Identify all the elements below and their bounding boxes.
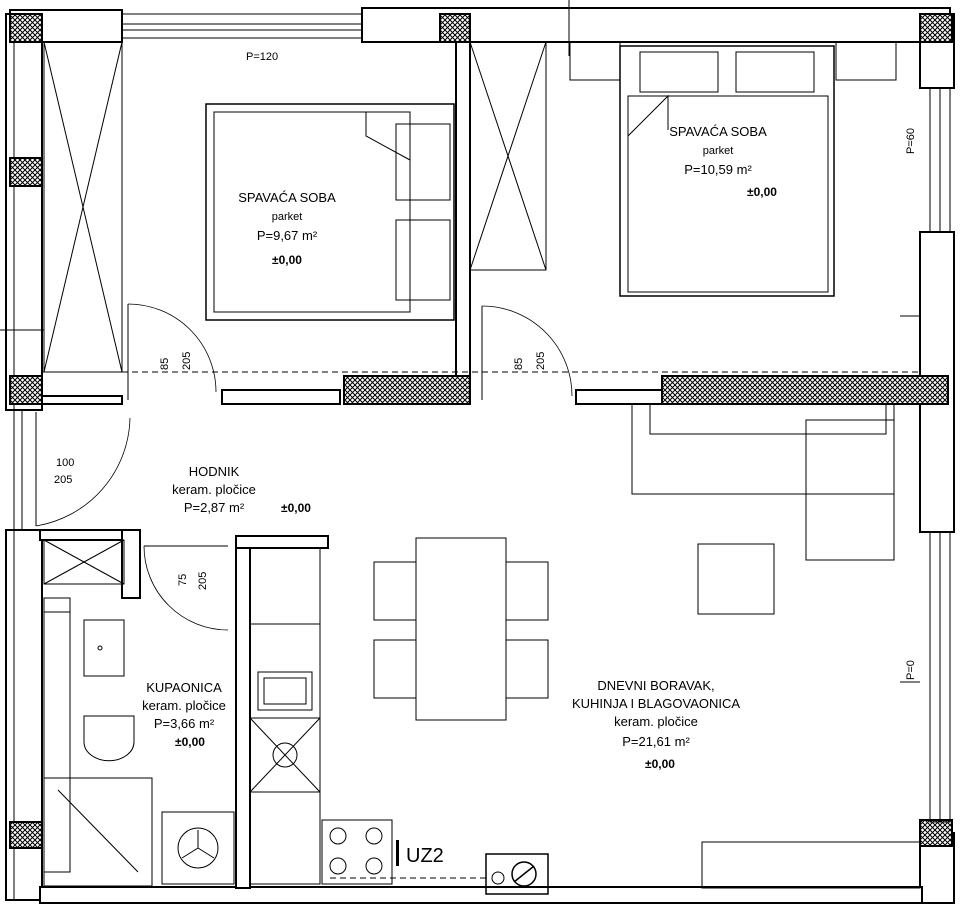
bedroom1-level: ±0,00: [272, 253, 302, 267]
walls: [5, 7, 955, 904]
living-name-line1: DNEVNI BORAVAK,: [597, 678, 714, 693]
bedroom2-area: P=10,59 m²: [684, 162, 752, 177]
living-floor: keram. pločice: [614, 714, 698, 729]
hall-area: P=2,87 m²: [184, 500, 245, 515]
dashed-lines: [42, 371, 920, 879]
bedroom1-name: SPAVAĆA SOBA: [238, 190, 336, 205]
misc-lines: [0, 0, 920, 683]
living-area: P=21,61 m²: [622, 734, 690, 749]
door-bath-width: 75: [177, 574, 189, 586]
bedroom2-name: SPAVAĆA SOBA: [669, 124, 767, 139]
door-bed1-height: 205: [181, 352, 193, 370]
door-bed2-height: 205: [535, 352, 547, 370]
bathroom-floor: keram. pločice: [142, 698, 226, 713]
right-window-top-label: P=60: [905, 128, 917, 154]
bed-2: [569, 41, 897, 297]
bathroom-level: ±0,00: [175, 735, 205, 749]
door-bed1-width: 85: [159, 358, 171, 370]
living-level: ±0,00: [645, 757, 675, 771]
doors: [35, 303, 573, 631]
door-bed2-width: 85: [513, 358, 525, 370]
right-window-bottom-label: P=0: [905, 660, 917, 680]
uz-label: UZ2: [406, 845, 444, 867]
windows: [13, 13, 951, 823]
labels: P=120 SPAVAĆA SOBA parket P=9,67 m² ±0,0…: [54, 51, 917, 867]
bedroom2-level: ±0,00: [747, 185, 777, 199]
concrete-elements: [9, 13, 953, 849]
bathroom-fixtures: [43, 597, 235, 887]
bedroom1-floor: parket: [272, 211, 303, 223]
bedroom1-area: P=9,67 m²: [257, 228, 318, 243]
hall-level: ±0,00: [281, 501, 311, 515]
hall-floor: keram. pločice: [172, 482, 256, 497]
door-entry-height: 205: [54, 474, 72, 486]
door-entry-width: 100: [56, 457, 74, 469]
door-bath-height: 205: [197, 572, 209, 590]
hall-name: HODNIK: [189, 464, 240, 479]
kitchen-counter: [249, 547, 549, 895]
bed-1: [205, 103, 455, 321]
bathroom-name: KUPAONICA: [146, 680, 222, 695]
top-window-label: P=120: [246, 51, 278, 63]
living-furniture: [373, 403, 921, 889]
bedroom2-floor: parket: [703, 145, 734, 157]
bathroom-area: P=3,66 m²: [154, 716, 215, 731]
living-name-line2: KUHINJA I BLAGOVAONICA: [572, 696, 740, 711]
